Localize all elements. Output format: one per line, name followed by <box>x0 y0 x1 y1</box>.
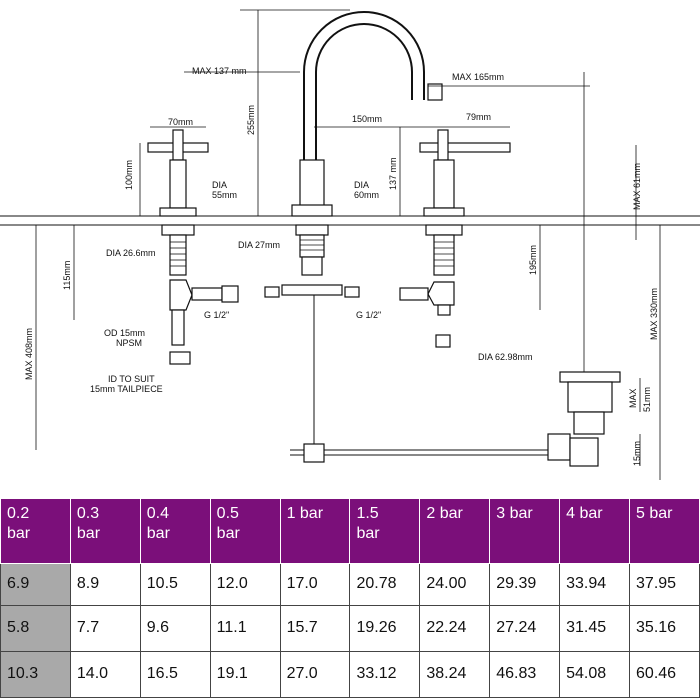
label-dia266: DIA 26.6mm <box>106 248 156 258</box>
tap-technical-drawing: MAX 137 mm MAX 165mm 255mm 150mm 70mm 79… <box>0 9 700 480</box>
label-id-to-suit: ID TO SUIT <box>108 374 155 384</box>
label-dia60-a: DIA <box>354 180 369 190</box>
label-dia6298: DIA 62.98mm <box>478 352 533 362</box>
label-195: 195mm <box>528 245 538 275</box>
table-cell: 54.08 <box>559 650 631 699</box>
label-g12-center: G 1/2" <box>356 310 381 320</box>
table-header-cell: 2 bar <box>419 498 491 564</box>
table-cell: 24.00 <box>419 563 491 606</box>
label-15: 15mm <box>632 441 642 466</box>
label-115: 115mm <box>62 261 72 290</box>
label-dia55-b: 55mm <box>212 190 237 200</box>
header-text: 0.2 <box>7 505 30 522</box>
table-cell: 38.24 <box>419 650 491 699</box>
header-text: bar <box>7 525 31 542</box>
label-max61: MAX 61mm <box>632 163 642 210</box>
table-header-row: 0.2 bar 0.3 bar 0.4 bar 0.5 bar 1 bar 1.5 bar 2 bar… <box>0 498 700 564</box>
right-valve <box>399 129 511 348</box>
table-cell: 60.46 <box>629 650 700 699</box>
table-cell: 35.16 <box>629 604 700 652</box>
table-cell: 14.0 <box>69 650 141 699</box>
table-header-cell: 5 bar <box>629 498 700 564</box>
label-g12-left: G 1/2" <box>204 310 229 320</box>
table-header-cell: 3 bar <box>489 498 561 564</box>
table-cell: 7.7 <box>69 604 141 652</box>
label-max165: MAX 165mm <box>452 72 504 82</box>
header-text: 0.3 <box>76 505 100 522</box>
label-100: 100mm <box>124 160 134 190</box>
label-70: 70mm <box>168 117 193 127</box>
header-text: bar <box>76 525 101 542</box>
label-max51-b: 51mm <box>642 387 652 412</box>
counter-top <box>0 215 700 226</box>
label-dia27: DIA 27mm <box>238 240 280 250</box>
table-cell: 20.78 <box>349 563 421 606</box>
table-header-cell: 0.2 bar <box>0 498 71 564</box>
header-text: 4 bar <box>566 505 603 522</box>
header-text: 3 bar <box>496 505 533 522</box>
label-dia60-b: 60mm <box>354 190 379 200</box>
dimension-lines <box>35 9 661 480</box>
table-cell: 27.24 <box>489 604 561 652</box>
header-text: 2 bar <box>426 505 463 522</box>
table-header-cell: 0.4 bar <box>139 498 211 564</box>
table-cell: 10.3 <box>0 650 71 699</box>
table-cell: 15.7 <box>279 604 351 652</box>
label-tailpiece: 15mm TAILPIECE <box>90 384 163 394</box>
table-cell: 12.0 <box>209 563 281 606</box>
table-cell: 31.45 <box>559 604 631 652</box>
table-cell: 17.0 <box>279 563 351 606</box>
header-text: 0.5 <box>216 505 239 522</box>
header-text: 1.5 <box>356 505 379 522</box>
table-cell: 8.9 <box>69 563 141 606</box>
flow-rate-table: 0.2 bar 0.3 bar 0.4 bar 0.5 bar 1 bar 1.5 bar 2 bar… <box>0 498 700 699</box>
header-text: bar <box>146 525 170 542</box>
table-cell: 27.0 <box>279 650 351 699</box>
label-npsm: NPSM <box>116 338 142 348</box>
table-cell: 6.9 <box>0 563 71 606</box>
table-cell: 19.26 <box>349 604 421 652</box>
table-cell: 19.1 <box>209 650 281 699</box>
table-header-cell: 0.3 bar <box>69 498 141 564</box>
label-255: 255mm <box>246 105 256 135</box>
header-text: bar <box>356 525 380 542</box>
label-dia55-a: DIA <box>212 180 227 190</box>
left-valve <box>147 129 239 365</box>
spout-assembly <box>264 11 443 450</box>
table-cell: 16.5 <box>139 650 211 699</box>
table-cell: 22.24 <box>419 604 491 652</box>
label-79: 79mm <box>466 112 491 122</box>
dimension-labels: MAX 137 mm MAX 165mm 255mm 150mm 70mm 79… <box>24 66 659 466</box>
table-cell: 33.94 <box>559 563 631 606</box>
header-text: bar <box>216 525 240 542</box>
table-header-cell: 1.5 bar <box>349 498 421 564</box>
table-cell: 33.12 <box>349 650 421 699</box>
table-cell: 46.83 <box>489 650 561 699</box>
label-max51-a: MAX <box>628 388 638 408</box>
label-max330: MAX 330mm <box>649 288 659 340</box>
label-max408: MAX 408mm <box>24 328 34 380</box>
table-header-cell: 0.5 bar <box>209 498 281 564</box>
table-cell: 29.39 <box>489 563 561 606</box>
table-cell: 37.95 <box>629 563 700 606</box>
table-header-cell: 4 bar <box>559 498 631 564</box>
table-cell: 11.1 <box>209 604 281 652</box>
header-text: 0.4 <box>146 505 170 522</box>
table-header-cell: 1 bar <box>279 498 351 564</box>
label-max137: MAX 137 mm <box>192 66 247 76</box>
label-137: 137 mm <box>388 157 398 190</box>
table-cell: 5.8 <box>0 604 71 652</box>
label-od15: OD 15mm <box>104 328 145 338</box>
label-150: 150mm <box>352 114 382 124</box>
header-text: 5 bar <box>636 505 673 522</box>
table-cell: 9.6 <box>139 604 211 652</box>
header-text: 1 bar <box>286 505 324 522</box>
table-cell: 10.5 <box>139 563 211 606</box>
drain-assembly <box>290 72 621 467</box>
